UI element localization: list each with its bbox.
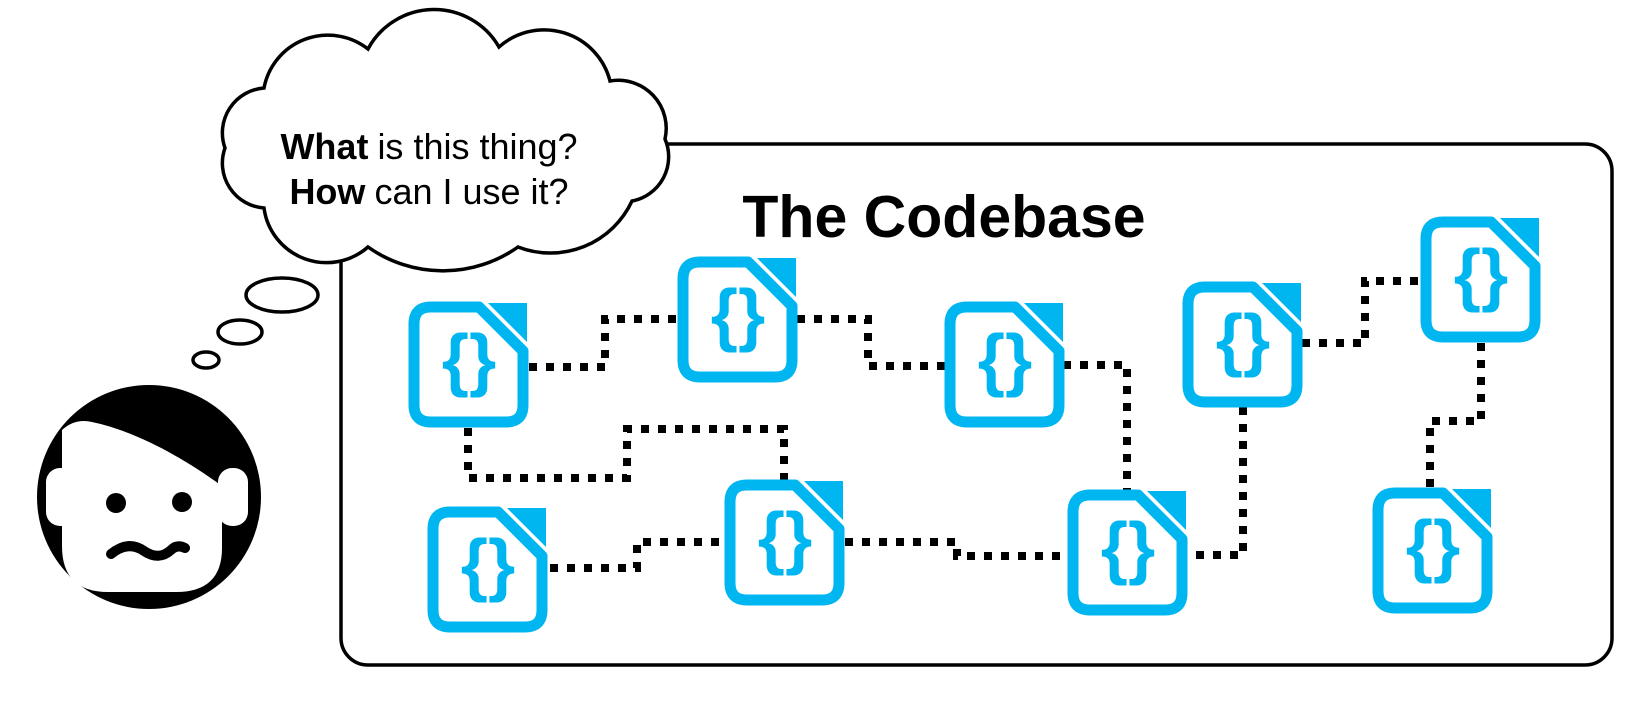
connector-lines xyxy=(464,277,1485,572)
left-eye-icon xyxy=(106,493,126,513)
connector-e8 xyxy=(464,425,788,482)
connector-e1 xyxy=(529,315,678,371)
confused-mouth-icon xyxy=(106,541,190,561)
connector-e9 xyxy=(550,538,725,572)
thought-dot-medium-icon xyxy=(216,318,264,346)
code-file-node-file-9 xyxy=(1378,489,1491,608)
right-ear-icon xyxy=(218,468,248,526)
code-file-node-file-7 xyxy=(730,481,843,600)
connector-e7 xyxy=(1426,343,1485,488)
code-file-node-file-6 xyxy=(433,508,546,627)
person-avatar xyxy=(37,385,261,609)
connector-e4 xyxy=(1302,277,1421,347)
thought-text-line1-rest: is this thing? xyxy=(377,126,577,167)
thought-dot-small-icon xyxy=(191,350,221,370)
connector-e3 xyxy=(1063,361,1131,490)
code-file-node-file-5 xyxy=(1426,218,1539,337)
thought-cloud xyxy=(220,7,671,273)
connector-e6 xyxy=(845,538,1068,560)
code-file-node-file-4 xyxy=(1188,283,1301,402)
code-file-node-file-1 xyxy=(414,303,527,422)
code-file-node-file-3 xyxy=(950,303,1063,422)
code-file-node-file-8 xyxy=(1073,491,1186,610)
thought-dot-large-icon xyxy=(244,276,320,314)
codebase-title: The Codebase xyxy=(742,184,1145,250)
right-eye-icon xyxy=(172,492,192,512)
thought-text-line2-rest: can I use it? xyxy=(374,171,568,212)
code-file-node-file-2 xyxy=(683,258,796,377)
thought-text-line2-bold: How xyxy=(289,171,366,212)
thought-text-line1-bold: What xyxy=(280,126,368,167)
connector-e2 xyxy=(797,315,945,370)
